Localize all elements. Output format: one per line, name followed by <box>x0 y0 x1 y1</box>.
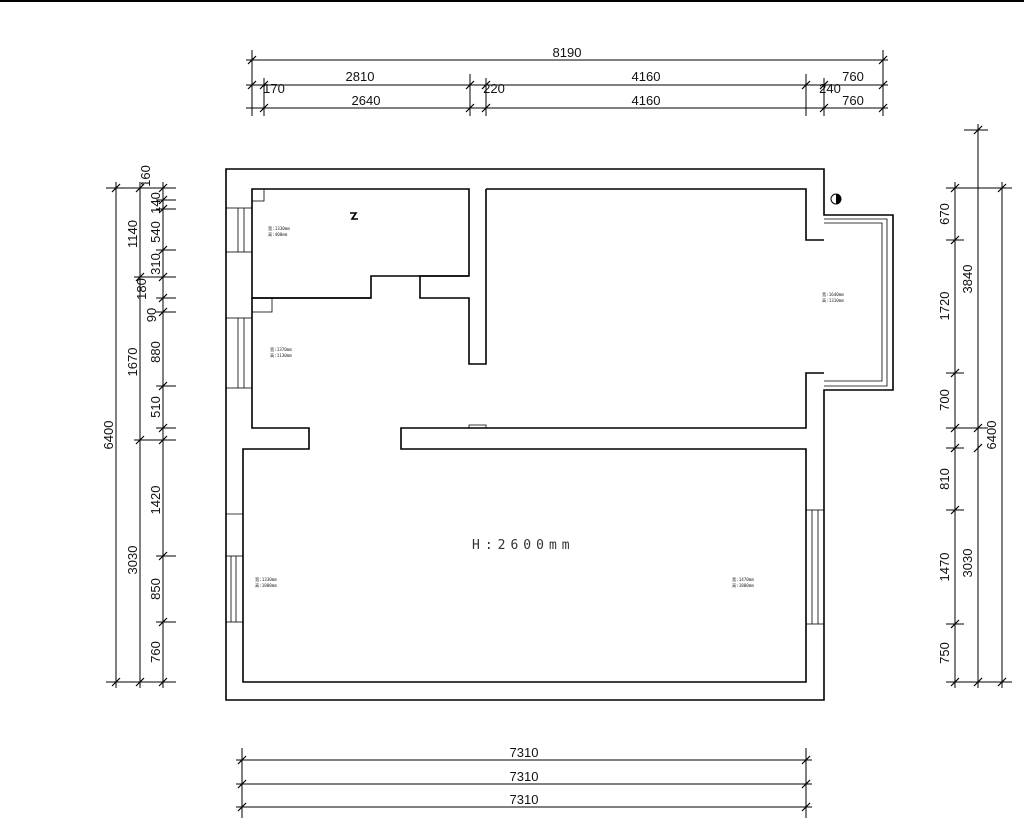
window-note-2-height: 高:1130mm <box>270 352 292 359</box>
right-dimension-lines: 670 1720 700 810 1470 750 3840 3030 6400 <box>937 124 1012 688</box>
dim-left-inner-2: 140 <box>148 192 163 214</box>
dim-top-r1-b: 2810 <box>346 69 375 84</box>
dim-left-inner-3: 540 <box>148 221 163 243</box>
dim-right-inner-5: 1470 <box>937 553 952 582</box>
dim-left-overall: 6400 <box>101 421 116 450</box>
window-note-4-width: 宽:1330mm <box>255 576 277 583</box>
window-note-1-width: 宽:1330mm <box>268 225 290 232</box>
left-dimension-lines: 6400 1140 1670 3030 160 140 540 310 180 … <box>101 165 176 688</box>
dim-bottom-2: 7310 <box>510 769 539 784</box>
dim-top-r1-c: 220 <box>483 81 505 96</box>
windows <box>225 207 825 625</box>
dim-left-inner-7: 880 <box>148 341 163 363</box>
dim-right-inner-6: 750 <box>937 642 952 664</box>
dim-left-inner-10: 850 <box>148 578 163 600</box>
dim-top-r1-a: 170 <box>263 81 285 96</box>
dim-top-r2-b: 4160 <box>632 93 661 108</box>
window-note-2-width: 宽:1370mm <box>270 346 292 353</box>
dim-left-inner-1: 160 <box>138 165 153 187</box>
dim-right-mid-2: 3030 <box>960 549 975 578</box>
dim-top-overall: 8190 <box>553 45 582 60</box>
dim-left-inner-9: 1420 <box>148 486 163 515</box>
dim-left-inner-5: 180 <box>134 278 149 300</box>
top-dimension-lines: 8190 170 2810 220 4160 240 760 2640 4160… <box>246 45 888 116</box>
window-note-4-height: 高:1800mm <box>255 582 277 589</box>
dim-right-inner-4: 810 <box>937 468 952 490</box>
window-notes: 宽:1330mm 高:400mm 宽:1370mm 高:1130mm 宽:164… <box>255 225 844 589</box>
ceiling-height-label: H:2600mm <box>472 538 575 553</box>
dim-top-r2-a: 2640 <box>352 93 381 108</box>
dim-left-inner-6: 90 <box>144 308 159 322</box>
window-note-1-height: 高:400mm <box>268 231 288 238</box>
dim-bottom-1: 7310 <box>510 745 539 760</box>
dim-left-mid-1: 1140 <box>125 220 140 248</box>
dim-right-inner-2: 1720 <box>937 292 952 321</box>
dim-left-inner-8: 510 <box>148 396 163 418</box>
dim-left-inner-11: 760 <box>148 641 163 663</box>
plan-symbols <box>350 193 842 220</box>
window-note-5-width: 宽:1470mm <box>732 576 754 583</box>
north-arrow-icon <box>350 212 358 220</box>
pipe-marker-icon <box>830 193 842 205</box>
dim-top-r2-c: 760 <box>842 93 864 108</box>
window-note-3-width: 宽:1640mm <box>822 291 844 298</box>
dim-right-overall: 6400 <box>984 421 999 450</box>
dim-right-mid-1: 3840 <box>960 265 975 294</box>
bottom-dimension-lines: 7310 7310 7310 <box>236 745 812 818</box>
dim-right-inner-1: 670 <box>937 203 952 225</box>
dim-top-r1-f: 760 <box>842 69 864 84</box>
dim-bottom-3: 7310 <box>510 792 539 807</box>
dim-right-inner-3: 700 <box>937 389 952 411</box>
window-note-5-height: 高:1800mm <box>732 582 754 589</box>
walls <box>225 168 894 701</box>
window-note-3-height: 高:1310mm <box>822 297 844 304</box>
dim-left-mid-3: 3030 <box>125 546 140 575</box>
dim-top-r1-d: 4160 <box>632 69 661 84</box>
dim-top-r1-e: 240 <box>819 81 841 96</box>
dim-left-inner-4: 310 <box>148 253 163 275</box>
dim-left-mid-2: 1670 <box>125 348 140 377</box>
